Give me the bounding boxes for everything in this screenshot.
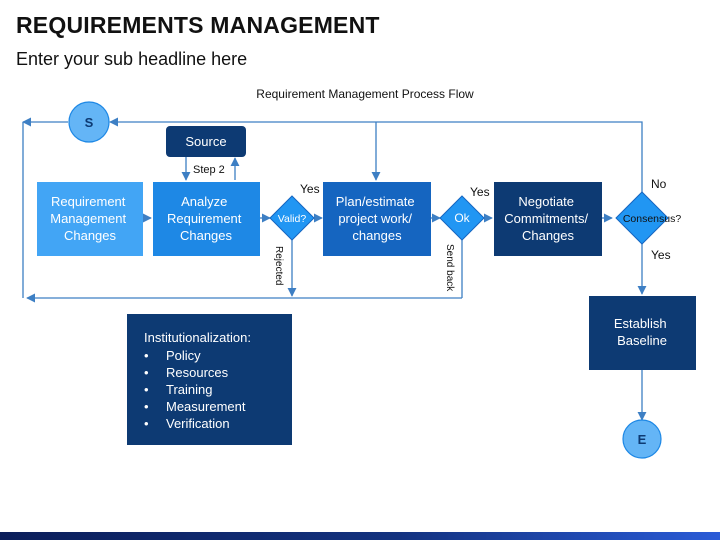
start-label: S bbox=[85, 115, 94, 130]
plan-line-2: project work/ bbox=[338, 211, 412, 226]
consensus-label: Consensus? bbox=[623, 213, 682, 225]
list-item: Measurement bbox=[144, 398, 292, 415]
plan-box: Plan/estimate project work/ changes bbox=[323, 182, 431, 256]
analyze-box: Analyze Requirement Changes bbox=[153, 182, 260, 256]
institutionalization-heading: Institutionalization: bbox=[144, 330, 251, 345]
page-subtitle: Enter your sub headline here bbox=[16, 49, 248, 69]
requirement-changes-box: Requirement Management Changes bbox=[37, 182, 143, 256]
list-item: Policy bbox=[144, 347, 292, 364]
end-label: E bbox=[638, 432, 647, 447]
list-item: Training bbox=[144, 381, 292, 398]
analyze-line-2: Requirement bbox=[167, 211, 242, 226]
analyze-line-1: Analyze bbox=[181, 194, 227, 209]
list-item: Verification bbox=[144, 415, 292, 432]
req-line-1: Requirement bbox=[51, 194, 126, 209]
source-label: Source bbox=[185, 134, 226, 149]
plan-line-1: Plan/estimate bbox=[336, 194, 415, 209]
negotiate-line-1: Negotiate bbox=[518, 194, 574, 209]
svg-text:Analyze Requirement: Analyze Requirement Changes bbox=[167, 194, 245, 243]
list-item: Resources bbox=[144, 364, 292, 381]
establish-line-1: Establish bbox=[614, 316, 667, 331]
end-node: E bbox=[622, 419, 662, 459]
connector-lines bbox=[22, 117, 647, 421]
establish-baseline-box: Establish Baseline bbox=[589, 296, 696, 370]
institutionalization-box: Institutionalization: Policy Resources T… bbox=[127, 314, 292, 445]
rejected-label: Rejected bbox=[273, 246, 284, 285]
institutionalization-list: Policy Resources Training Measurement Ve… bbox=[144, 347, 292, 432]
svg-text:Establish Baseline: Establish Baseline bbox=[614, 316, 670, 348]
no-consensus-label: No bbox=[651, 177, 667, 191]
start-node: S bbox=[68, 101, 110, 143]
step2-label: Step 2 bbox=[193, 164, 225, 176]
consensus-decision: Consensus? bbox=[615, 191, 682, 245]
yes-valid-label: Yes bbox=[300, 182, 320, 196]
svg-text:Negotiate Commitments/: Negotiate Commitments/ Changes bbox=[504, 194, 591, 243]
valid-decision: Valid? bbox=[269, 195, 315, 241]
valid-label: Valid? bbox=[278, 213, 307, 225]
send-back-label: Send back bbox=[444, 244, 455, 292]
yes-consensus-label: Yes bbox=[651, 248, 671, 262]
diagram-caption: Requirement Management Process Flow bbox=[256, 87, 474, 101]
negotiate-line-3: Changes bbox=[522, 228, 575, 243]
req-line-3: Changes bbox=[64, 228, 117, 243]
svg-text:Plan/estimate project wo: Plan/estimate project work/ changes bbox=[336, 194, 418, 243]
plan-line-3: changes bbox=[352, 228, 402, 243]
negotiate-line-2: Commitments/ bbox=[504, 211, 588, 226]
yes-ok-label: Yes bbox=[470, 185, 490, 199]
establish-line-2: Baseline bbox=[617, 333, 667, 348]
analyze-line-3: Changes bbox=[180, 228, 233, 243]
req-line-2: Management bbox=[50, 211, 126, 226]
ok-decision: Ok bbox=[439, 195, 485, 241]
footer-bar bbox=[0, 532, 720, 540]
svg-text:Requirement Management: Requirement Management Changes bbox=[50, 194, 130, 243]
ok-label: Ok bbox=[454, 211, 470, 225]
arrow-consensus-no-to-start bbox=[109, 117, 643, 192]
negotiate-box: Negotiate Commitments/ Changes bbox=[494, 182, 602, 256]
source-box: Source bbox=[166, 126, 246, 157]
page-title: REQUIREMENTS MANAGEMENT bbox=[16, 12, 380, 38]
